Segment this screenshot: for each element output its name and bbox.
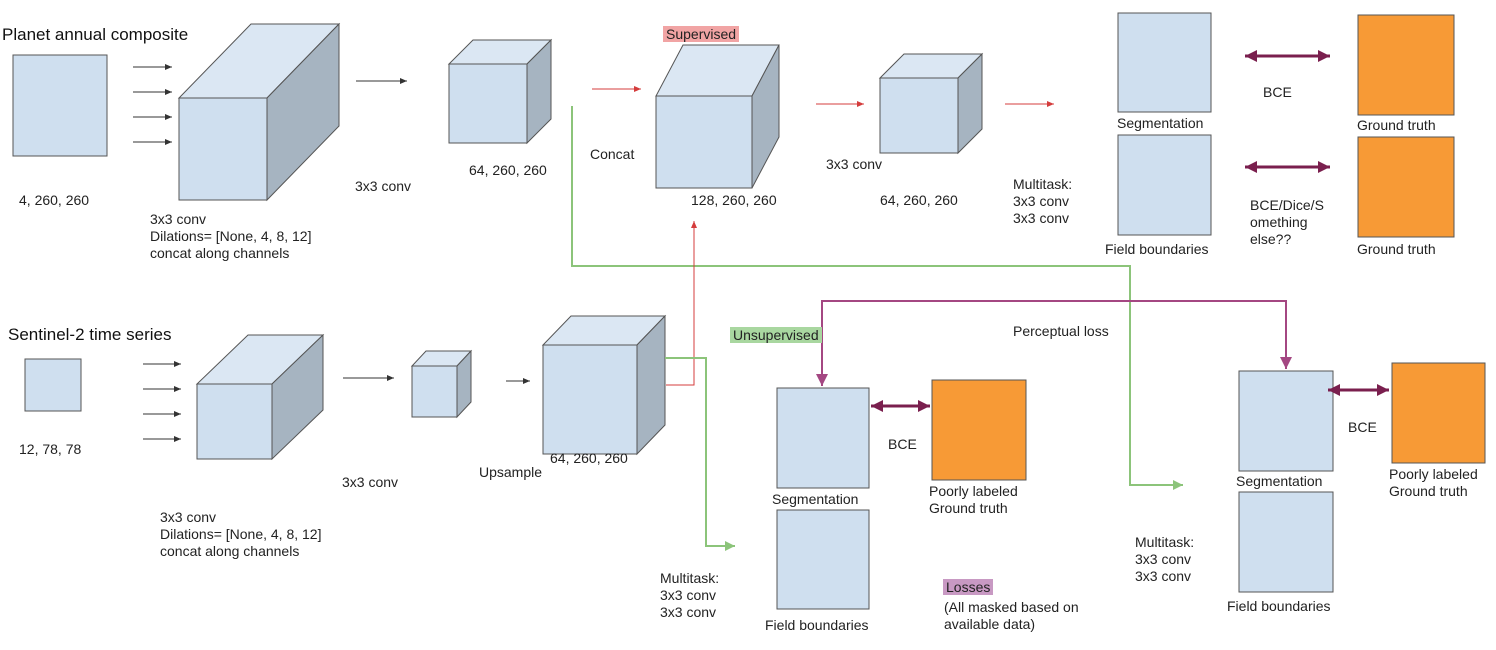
sentinel-title: Sentinel-2 time series bbox=[8, 325, 172, 344]
ground-truth-label-2: Ground truth bbox=[1357, 241, 1436, 257]
planet-dilated-conv-cuboid bbox=[177, 22, 341, 202]
upsample-cuboid bbox=[541, 314, 667, 456]
upsample-dims: 64, 260, 260 bbox=[550, 450, 628, 466]
right-poor-ground-truth-label: Poorly labeled Ground truth bbox=[1389, 466, 1478, 499]
planet-feature-cuboid bbox=[447, 38, 553, 145]
left-poor-ground-truth bbox=[931, 379, 1027, 481]
top-segmentation-box bbox=[1117, 12, 1212, 113]
supervised-tag: Supervised bbox=[663, 26, 740, 43]
left-bce-label: BCE bbox=[888, 436, 917, 452]
losses-note: (All masked based on available data) bbox=[944, 599, 1079, 632]
left-segmentation-box bbox=[776, 387, 870, 489]
sentinel-input-dims: 12, 78, 78 bbox=[19, 441, 82, 457]
purple-perceptual-right bbox=[1090, 300, 1292, 369]
supervised-label: Supervised bbox=[663, 26, 740, 42]
right-field-boundaries-box bbox=[1238, 491, 1334, 593]
unsupervised-tag: Unsupervised bbox=[730, 327, 822, 344]
perceptual-loss-label: Perceptual loss bbox=[1013, 323, 1109, 339]
planet-dilated-conv-text: 3x3 conv Dilations= [None, 4, 8, 12] con… bbox=[150, 211, 312, 261]
top-bce-label: BCE bbox=[1263, 84, 1292, 100]
concat-cuboid bbox=[655, 44, 780, 189]
sentinel-conv-label: 3x3 conv bbox=[342, 474, 399, 490]
left-field-boundaries-box bbox=[776, 509, 870, 610]
green-path-top bbox=[571, 106, 1183, 490]
planet-conv-label: 3x3 conv bbox=[355, 178, 412, 194]
conv2-dims: 64, 260, 260 bbox=[880, 192, 958, 208]
planet-input-dims: 4, 260, 260 bbox=[19, 192, 90, 208]
right-field-boundaries-label: Field boundaries bbox=[1227, 598, 1331, 614]
top-segmentation-label: Segmentation bbox=[1117, 115, 1204, 131]
upsample-label: Upsample bbox=[479, 464, 543, 480]
right-segmentation-label: Segmentation bbox=[1236, 473, 1323, 489]
concat-label: Concat bbox=[590, 146, 635, 162]
planet-feature-dims: 64, 260, 260 bbox=[469, 162, 547, 178]
top-multitask-text: Multitask: 3x3 conv 3x3 conv bbox=[1013, 176, 1073, 226]
purple-perceptual-left bbox=[816, 300, 1090, 386]
left-poor-ground-truth-label: Poorly labeled Ground truth bbox=[929, 483, 1018, 516]
planet-input-arrows bbox=[133, 64, 172, 145]
left-field-boundaries-label: Field boundaries bbox=[765, 617, 869, 633]
top-ground-truth-1 bbox=[1357, 14, 1455, 116]
green-path-bottom bbox=[665, 357, 735, 551]
sentinel-input-square bbox=[24, 358, 82, 412]
sentinel-dilated-conv-text: 3x3 conv Dilations= [None, 4, 8, 12] con… bbox=[160, 509, 322, 559]
planet-title: Planet annual composite bbox=[2, 25, 189, 44]
unsupervised-label: Unsupervised bbox=[730, 327, 822, 343]
top-ground-truth-2 bbox=[1357, 136, 1455, 238]
concat-dims: 128, 260, 260 bbox=[691, 192, 777, 208]
top-field-boundaries-label: Field boundaries bbox=[1105, 241, 1209, 257]
conv2-cuboid bbox=[878, 52, 984, 155]
right-segmentation-box bbox=[1238, 370, 1334, 472]
conv2-label: 3x3 conv bbox=[826, 156, 883, 172]
right-poor-ground-truth bbox=[1391, 362, 1486, 464]
right-bce-label: BCE bbox=[1348, 419, 1377, 435]
sentinel-small-cuboid bbox=[410, 349, 473, 419]
left-segmentation-label: Segmentation bbox=[772, 491, 859, 507]
right-multitask-text: Multitask: 3x3 conv 3x3 conv bbox=[1135, 534, 1195, 584]
ground-truth-label-1: Ground truth bbox=[1357, 117, 1436, 133]
losses-heading: Losses bbox=[943, 579, 994, 595]
left-multitask-text: Multitask: 3x3 conv 3x3 conv bbox=[660, 570, 720, 620]
red-path-to-concat bbox=[666, 221, 697, 386]
sentinel-dilated-conv-cuboid bbox=[195, 333, 325, 461]
losses-tag: Losses bbox=[943, 579, 994, 596]
sentinel-input-arrows bbox=[143, 361, 181, 442]
planet-input-square bbox=[12, 54, 108, 157]
top-bce-dice-label: BCE/Dice/S omething else?? bbox=[1250, 197, 1324, 247]
top-field-boundaries-box bbox=[1117, 134, 1212, 236]
